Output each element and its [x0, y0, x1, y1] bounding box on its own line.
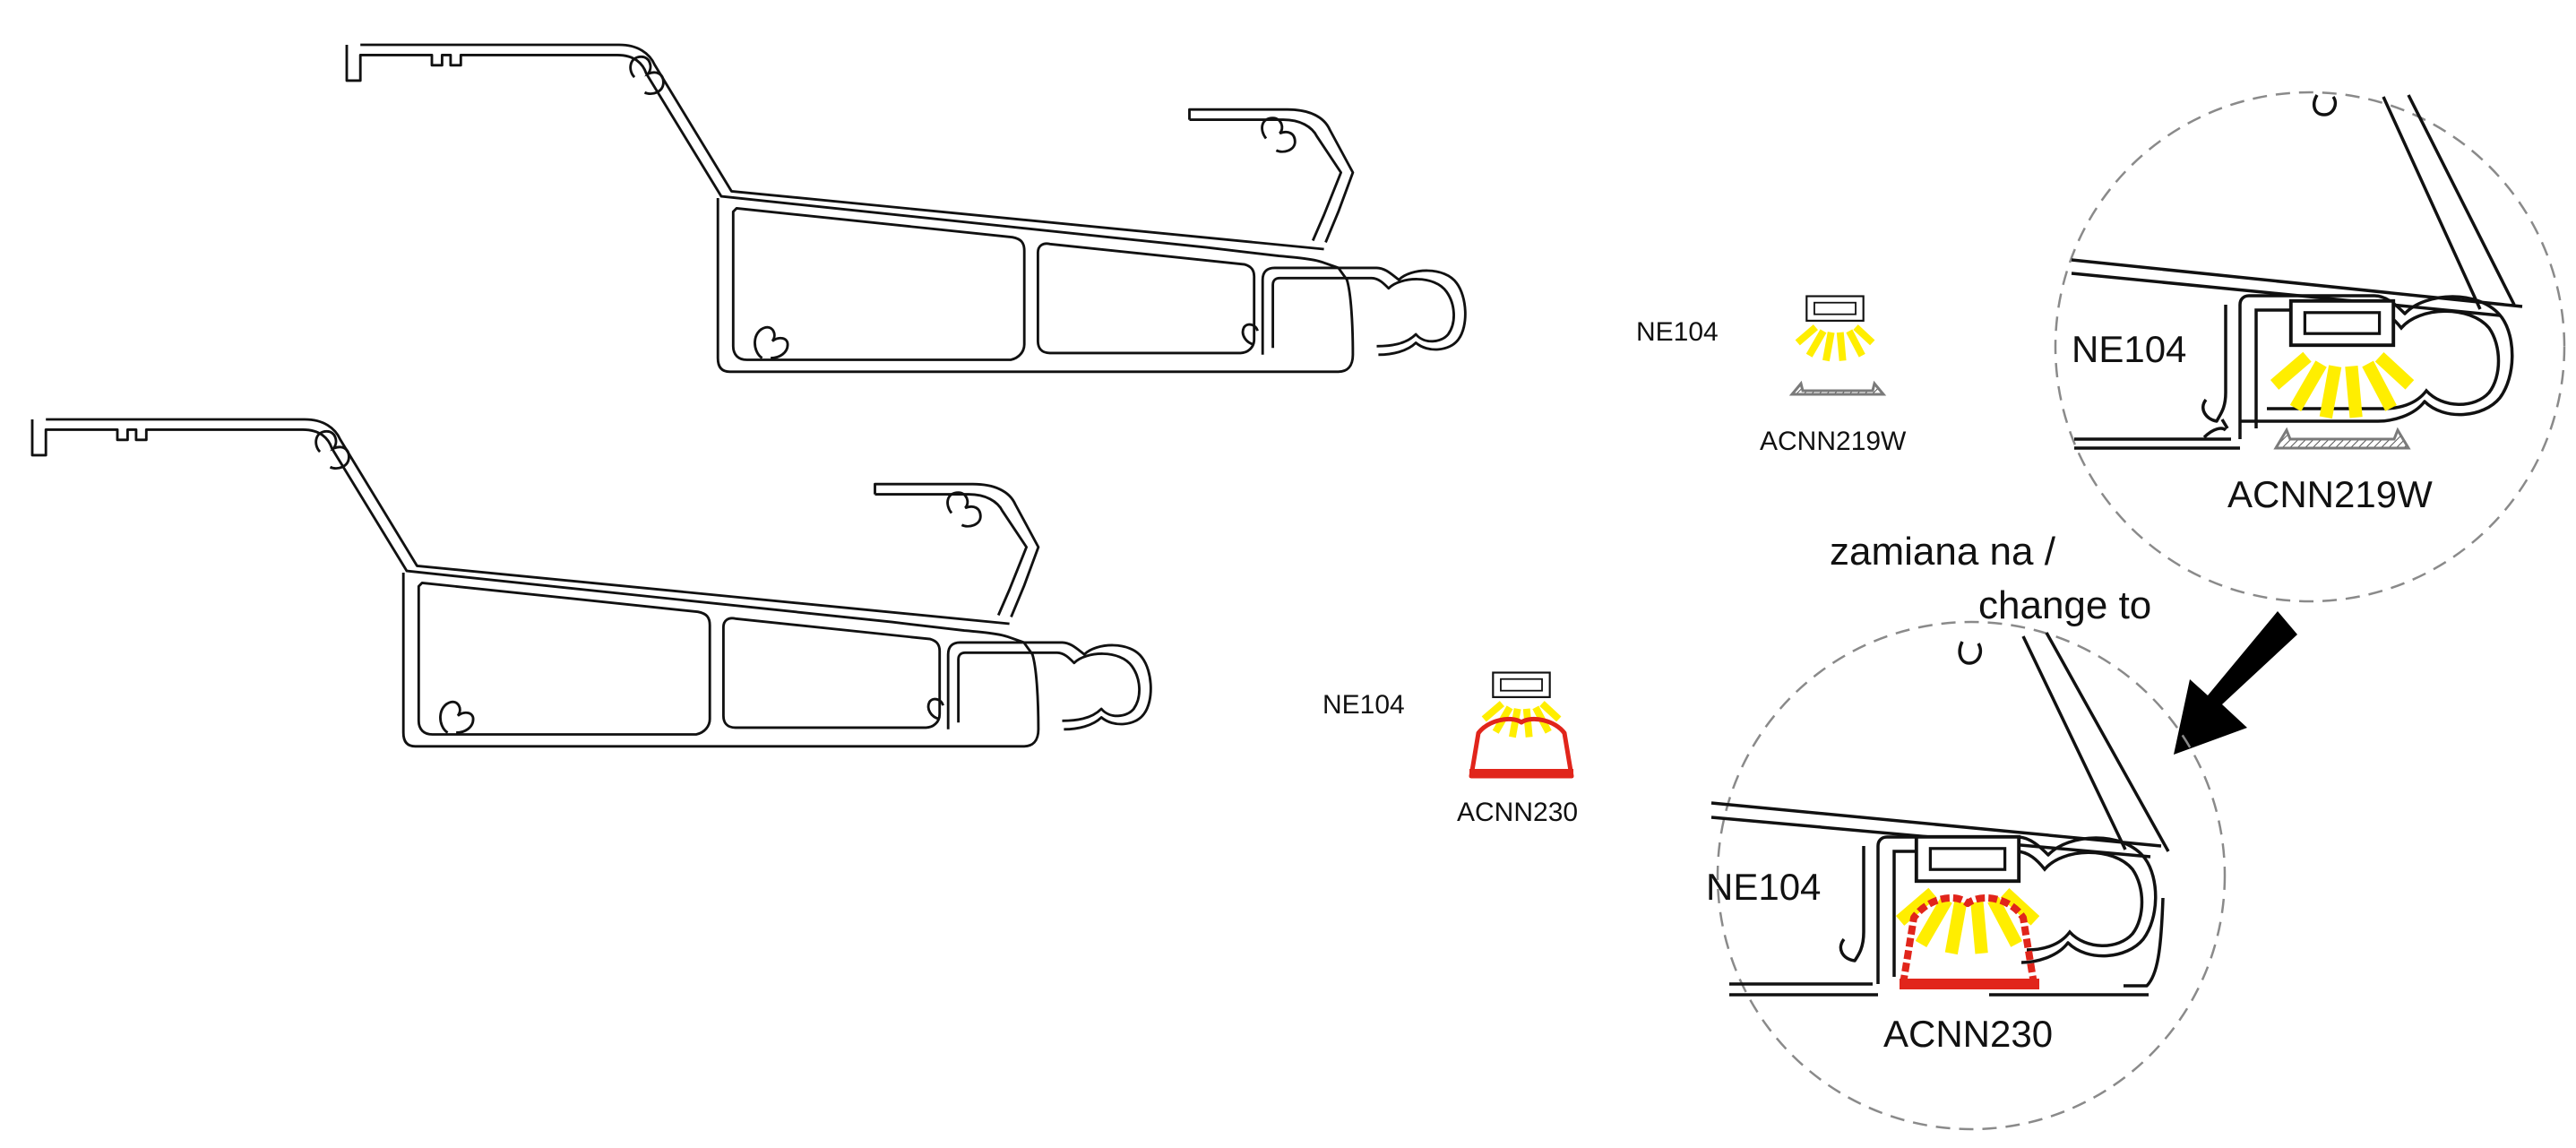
detail-part-label-top: NE104: [2072, 328, 2186, 370]
lens-acnn230-bottom: [1469, 717, 1574, 779]
detail-lens-label-top: ACNN219W: [2227, 473, 2433, 515]
detail-part-label-bottom: NE104: [1706, 866, 1821, 908]
profile-top: [345, 43, 1467, 374]
detail-profile-bottom: [1710, 632, 2170, 997]
change-label-line1: zamiana na /: [1830, 530, 2056, 574]
lens-base-bottom: [1469, 769, 1573, 778]
detail-lens-base-bottom: [1900, 979, 2039, 989]
part-label-top: NE104: [1636, 317, 1719, 347]
detail-circle-top: [2054, 91, 2566, 603]
profile-bottom: [30, 418, 1152, 748]
detail-lens-acnn230: [1900, 893, 2038, 985]
detail-led-bottom: [1900, 837, 2036, 954]
led-module-top: [1797, 297, 1873, 361]
detail-lens-acnn219w: [2273, 427, 2411, 450]
detail-led-top: [2275, 301, 2410, 418]
detail-profile-top: [2071, 94, 2523, 450]
lens-label-top: ACNN219W: [1760, 427, 1907, 456]
lens-label-bottom: ACNN230: [1457, 798, 1578, 827]
detail-lens-label-bottom: ACNN230: [1883, 1013, 2053, 1055]
part-label-bottom: NE104: [1322, 690, 1405, 720]
led-module-bottom: [1484, 673, 1559, 738]
arrow-down-left-icon: [2174, 611, 2297, 755]
lens-acnn219w-top: [1788, 380, 1887, 396]
detail-circle-bottom: [1716, 620, 2227, 1131]
change-label-line2: change to: [1978, 583, 2151, 627]
